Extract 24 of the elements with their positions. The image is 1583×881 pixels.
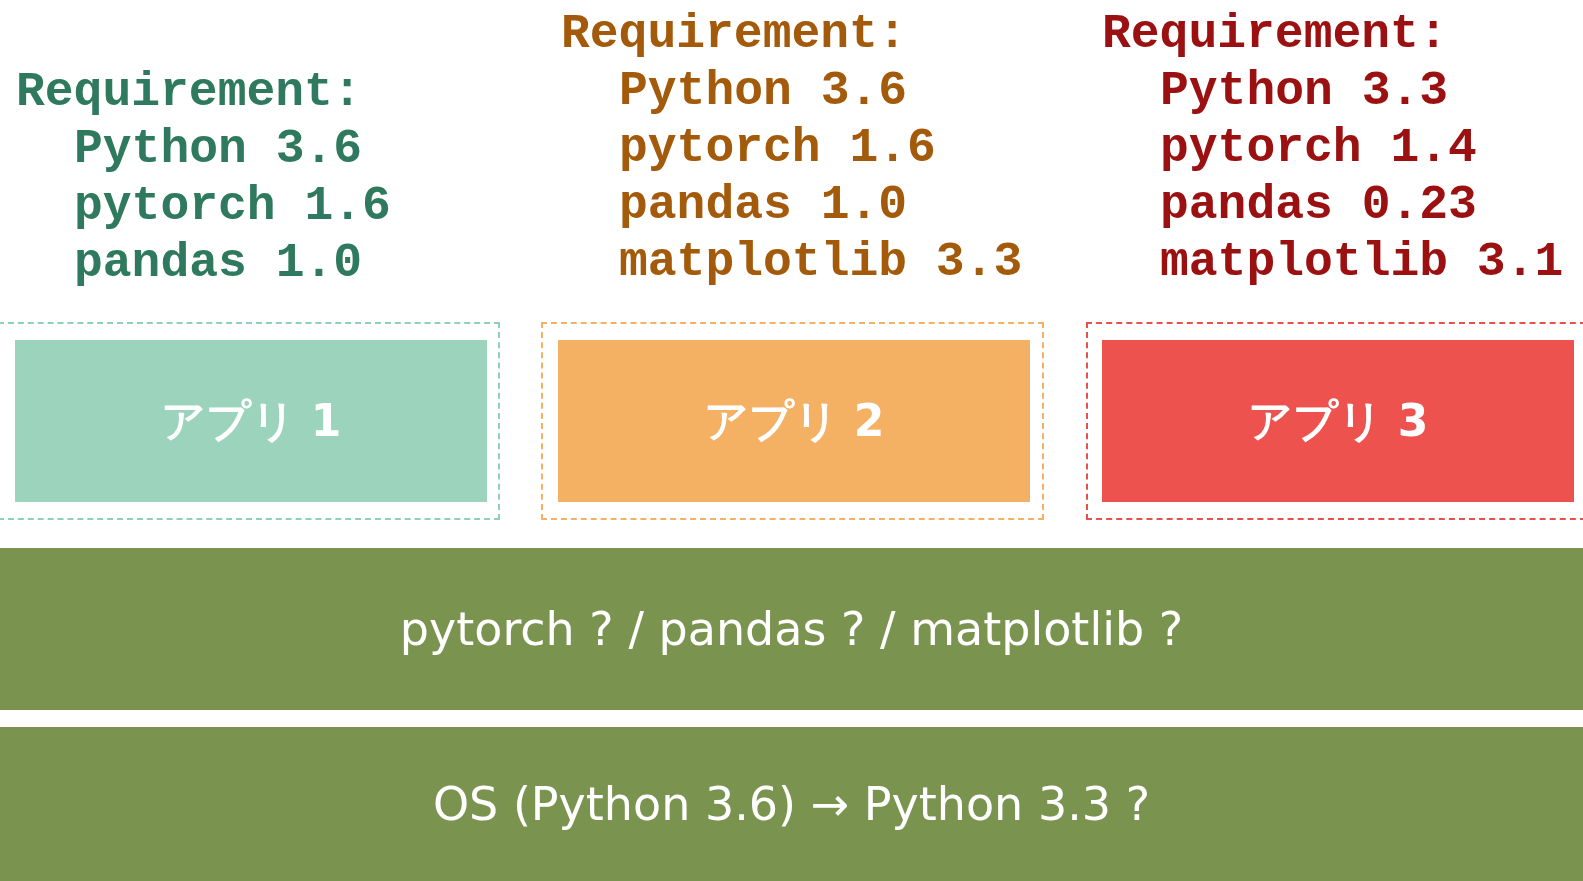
requirement-item: Python 3.3 [1160,63,1449,120]
app-label: アプリ 2 [703,393,885,448]
requirement-item: pytorch 1.4 [1160,120,1477,177]
requirement-heading: Requirement: [561,6,907,63]
app-label: アプリ 3 [1247,393,1429,448]
requirement-item: pytorch 1.6 [74,178,391,235]
app-label: アプリ 1 [160,393,342,448]
requirement-heading: Requirement: [16,64,362,121]
layer-band [0,727,1583,881]
requirement-heading: Requirement: [1102,6,1448,63]
app-box [1102,340,1574,502]
requirement-item: pandas 1.0 [74,235,363,292]
app-box [15,340,487,502]
requirement-item: Python 3.6 [619,63,908,120]
requirement-item: pandas 1.0 [619,177,908,234]
requirement-item: Python 3.6 [74,121,363,178]
requirement-item: matplotlib 3.3 [619,234,1023,291]
app-box [558,340,1030,502]
layer-band [0,548,1583,710]
layer-label: pytorch ? / pandas ? / matplotlib ? [399,602,1184,656]
layer-label: OS (Python 3.6) → Python 3.3 ? [432,777,1151,831]
requirement-item: pytorch 1.6 [619,120,936,177]
requirement-item: matplotlib 3.1 [1160,234,1564,291]
requirement-item: pandas 0.23 [1160,177,1477,234]
